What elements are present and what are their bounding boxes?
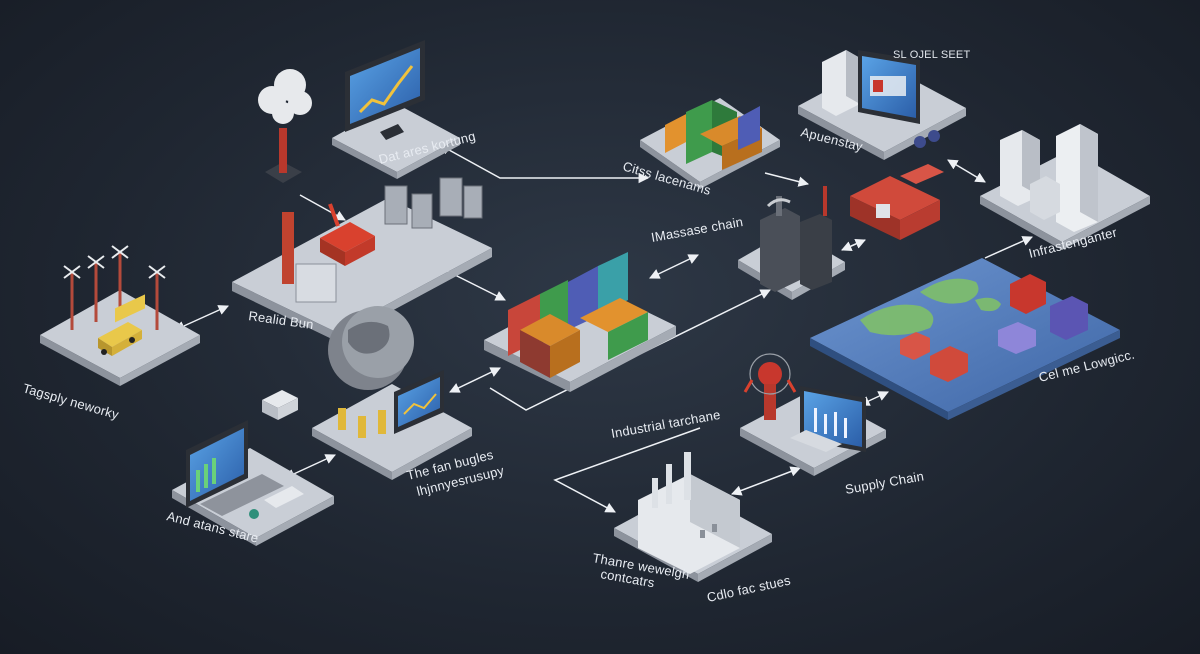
monitor-icon bbox=[858, 50, 920, 124]
continents bbox=[860, 278, 1001, 336]
server-icon bbox=[822, 50, 860, 116]
node-globe-analytics: The fan bugles lhjnnyesrusupy bbox=[262, 306, 506, 499]
node-main-containers bbox=[484, 252, 676, 392]
monitor-icon bbox=[394, 370, 444, 434]
label-chain: IMassase chain bbox=[650, 214, 744, 245]
smokestack-icon bbox=[279, 128, 287, 173]
node-world-map: Cel me Lowgicc. bbox=[810, 258, 1136, 420]
globe-icon bbox=[328, 306, 414, 390]
building-icon bbox=[1000, 124, 1098, 232]
disk-icon bbox=[914, 136, 926, 148]
keyboard-icon bbox=[790, 430, 842, 452]
tower-icon bbox=[282, 212, 294, 284]
cylinder-icon bbox=[249, 509, 259, 519]
node-city-containers: Citss lacenams bbox=[621, 98, 780, 198]
node-data-monitoring: Dat ares kortung bbox=[332, 40, 477, 179]
robot-icon bbox=[743, 353, 797, 420]
node-supply-chain: Supply Chain Industrial tarchane bbox=[610, 353, 925, 497]
factory-icon bbox=[760, 186, 832, 292]
truck-icon bbox=[98, 294, 145, 356]
container-stack-icon bbox=[508, 252, 648, 378]
label-industrial: Industrial tarchane bbox=[610, 407, 722, 441]
container-stack-icon bbox=[665, 100, 762, 170]
map-markers bbox=[900, 274, 1088, 382]
node-red-blocks bbox=[850, 164, 944, 240]
label-bottom-center: Cdlo fac stues bbox=[706, 572, 793, 604]
printer-icon bbox=[262, 390, 298, 420]
machinery bbox=[384, 177, 483, 229]
node-supply-network: Tagsply neworky bbox=[21, 245, 200, 422]
node-bottom-factory: Thanre wewelgh contcatrs Cdlo fac stues bbox=[591, 452, 792, 605]
node-data-store: And atans stare bbox=[165, 420, 334, 546]
monitor-icon bbox=[345, 40, 425, 140]
smoke-cloud bbox=[258, 69, 312, 124]
tag-icon bbox=[876, 204, 890, 218]
robot-arm-icon bbox=[338, 408, 386, 438]
label-supply-network: Tagsply neworky bbox=[21, 380, 121, 422]
factory-icon bbox=[638, 452, 740, 574]
node-chain-factory: IMassase chain bbox=[650, 186, 845, 300]
crane-icon bbox=[320, 203, 375, 266]
windmill-icon bbox=[63, 245, 166, 330]
label-supply-chain: Supply Chain bbox=[844, 468, 925, 497]
label-screen-title: SL OJEL SEET bbox=[893, 49, 970, 61]
node-smokestack bbox=[258, 69, 312, 183]
node-infrastructure: Infrastenganter bbox=[980, 124, 1150, 261]
laptop-icon bbox=[186, 420, 304, 516]
node-server-screen: SL OJEL SEET Apuenstay bbox=[798, 49, 970, 160]
